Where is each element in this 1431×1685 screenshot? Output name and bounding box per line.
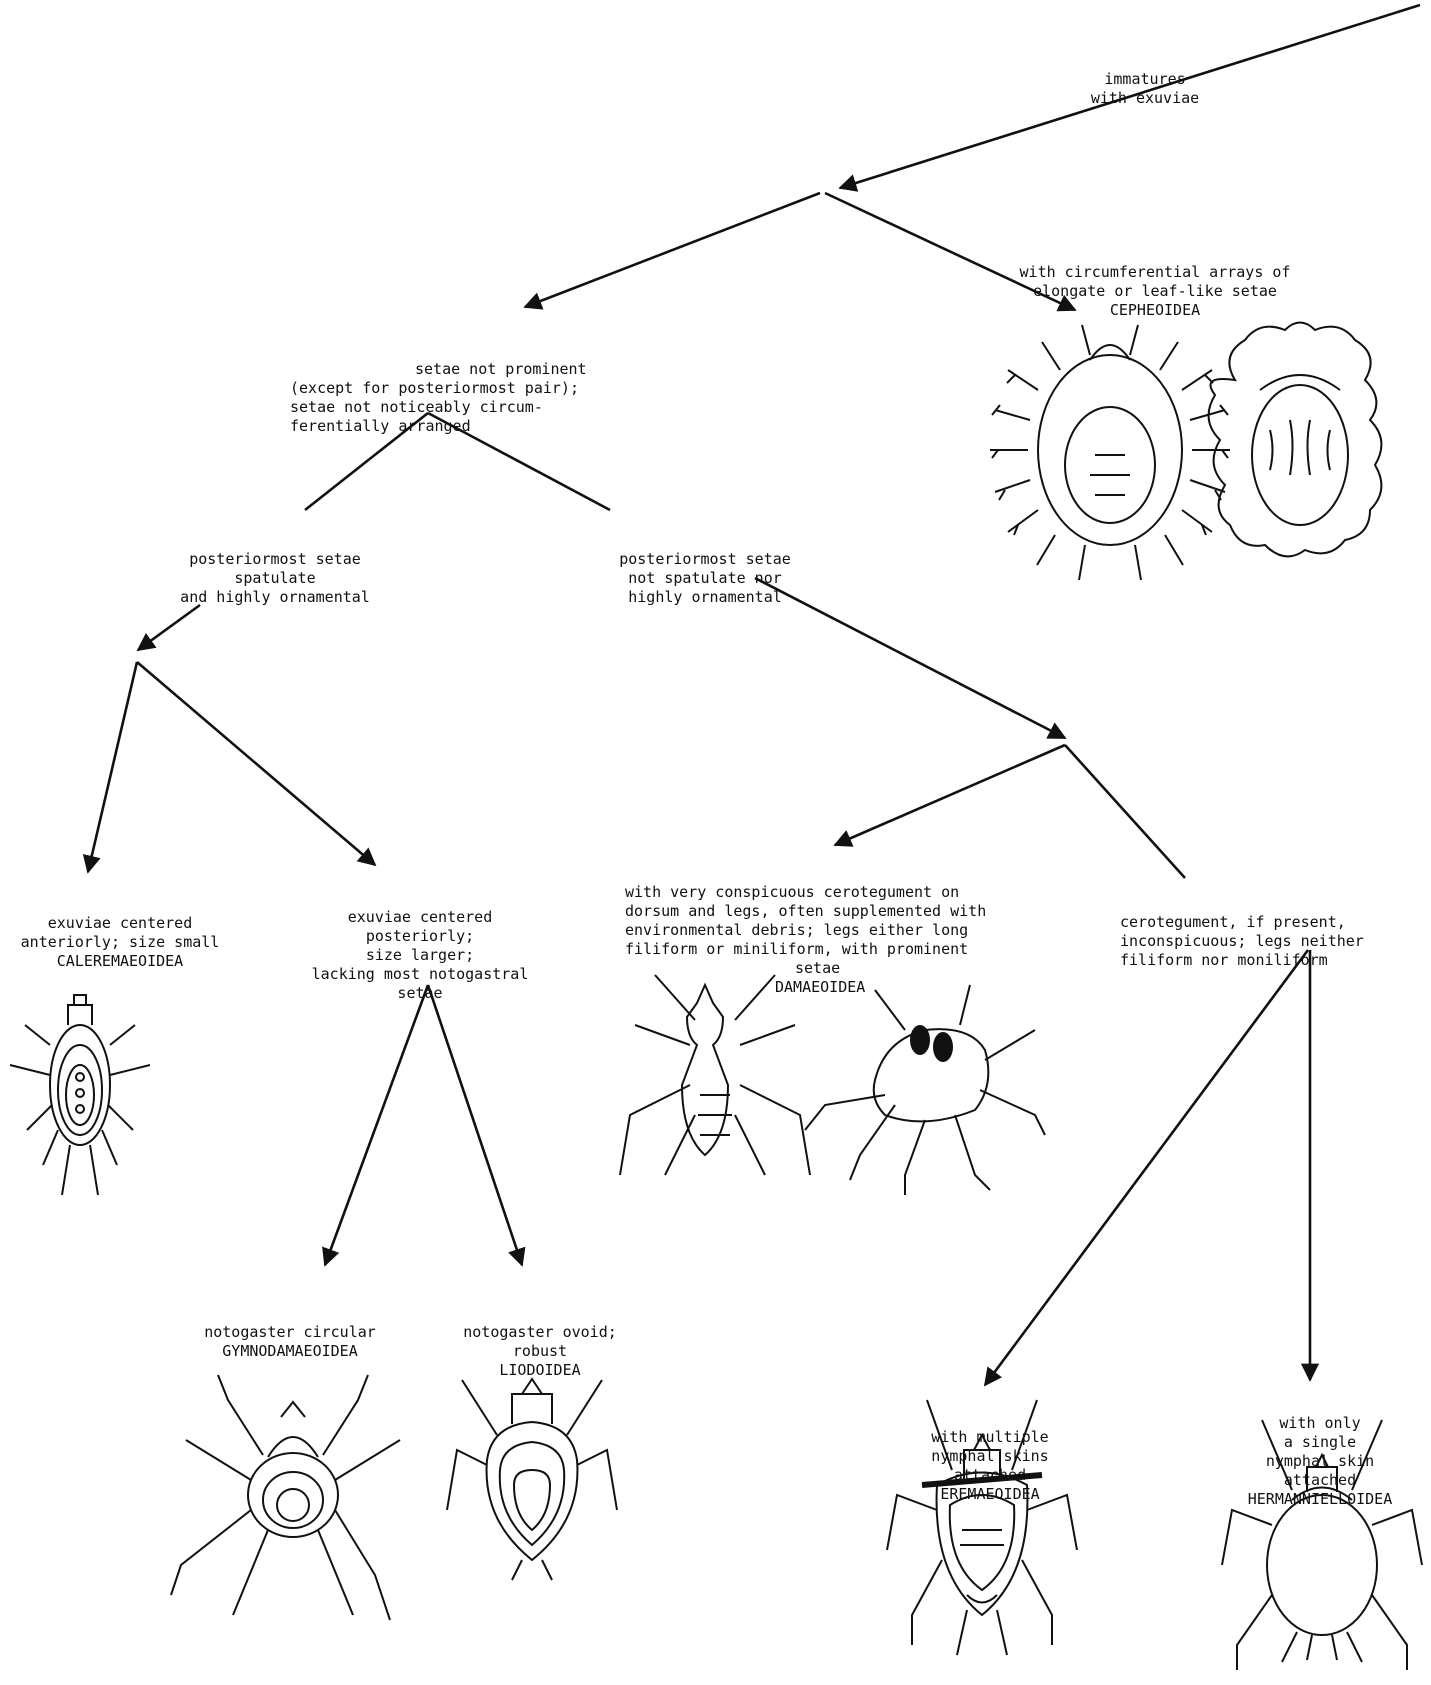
edge-to-liodoidea [426, 984, 526, 1267]
caleremaeoidea-mite-icon [9, 994, 151, 1196]
edge-setae-to-notspatulate [427, 411, 611, 512]
damaeoidea-lateral-mite-icon [804, 984, 1046, 1195]
edge-to-damaeoidea [833, 743, 1066, 847]
edge-root-to-fork [838, 3, 1421, 192]
edge-spatulate-down [136, 603, 201, 652]
cepheoidea-setose-mite-icon [990, 324, 1230, 581]
liodoidea-mite-icon [446, 1377, 618, 1581]
cerotegument-label: cerotegument, if present,inconspicuous; … [1120, 913, 1364, 969]
edge-to-eremaeoidea [983, 949, 1310, 1387]
edge-to-cerotegument [1064, 744, 1186, 879]
edge-to-gymnodamaeoidea [322, 984, 430, 1267]
eremaeoidea-mite-icon [886, 1399, 1078, 1656]
edge-notspatulate-down [754, 576, 1067, 740]
setae-not-prominent-label: setae not prominent(except for posterior… [290, 360, 587, 435]
damaeoidea-dorsal-mite-icon [619, 974, 811, 1176]
cepheoidea-lobed-mite-icon [1207, 321, 1383, 558]
edge-to-posteriorly [136, 661, 377, 867]
edge-setae-to-spatulate [304, 411, 429, 512]
edge-fork-to-cepheoidea [824, 191, 1077, 312]
edge-to-caleremaeoidea [82, 661, 139, 874]
gymnodamaeoidea-mite-icon [170, 1374, 401, 1621]
connector-lines [82, 3, 1421, 1387]
edge-fork-to-setae [523, 191, 821, 310]
hermannielloidea-mite-icon [1221, 1419, 1423, 1670]
